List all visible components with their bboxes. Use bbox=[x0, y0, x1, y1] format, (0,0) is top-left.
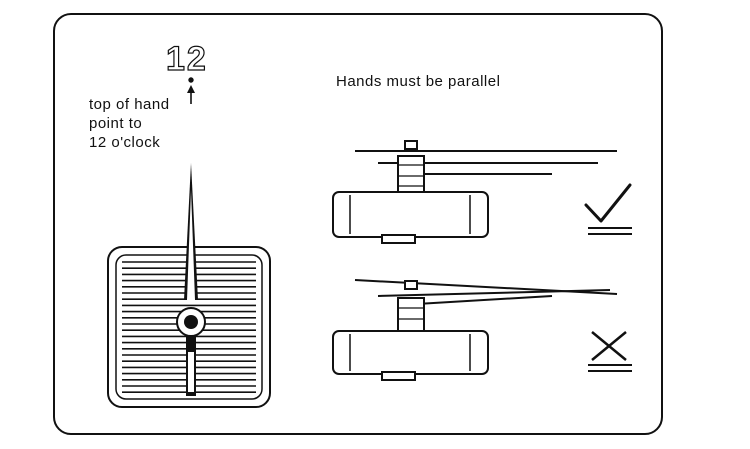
heading-text: Hands must be parallel bbox=[336, 73, 501, 90]
x-mark-icon bbox=[588, 331, 632, 372]
twelve-oclock-label: 12 bbox=[165, 39, 208, 78]
side-view-correct bbox=[332, 140, 617, 244]
checkmark-icon bbox=[584, 183, 632, 235]
clock-movement-front bbox=[107, 163, 271, 408]
side-view-incorrect bbox=[332, 279, 618, 381]
twelve-pointer-arrow bbox=[187, 77, 195, 104]
diagram-frame bbox=[53, 13, 663, 435]
instruction-text: top of hand point to 12 o'clock bbox=[89, 96, 170, 151]
